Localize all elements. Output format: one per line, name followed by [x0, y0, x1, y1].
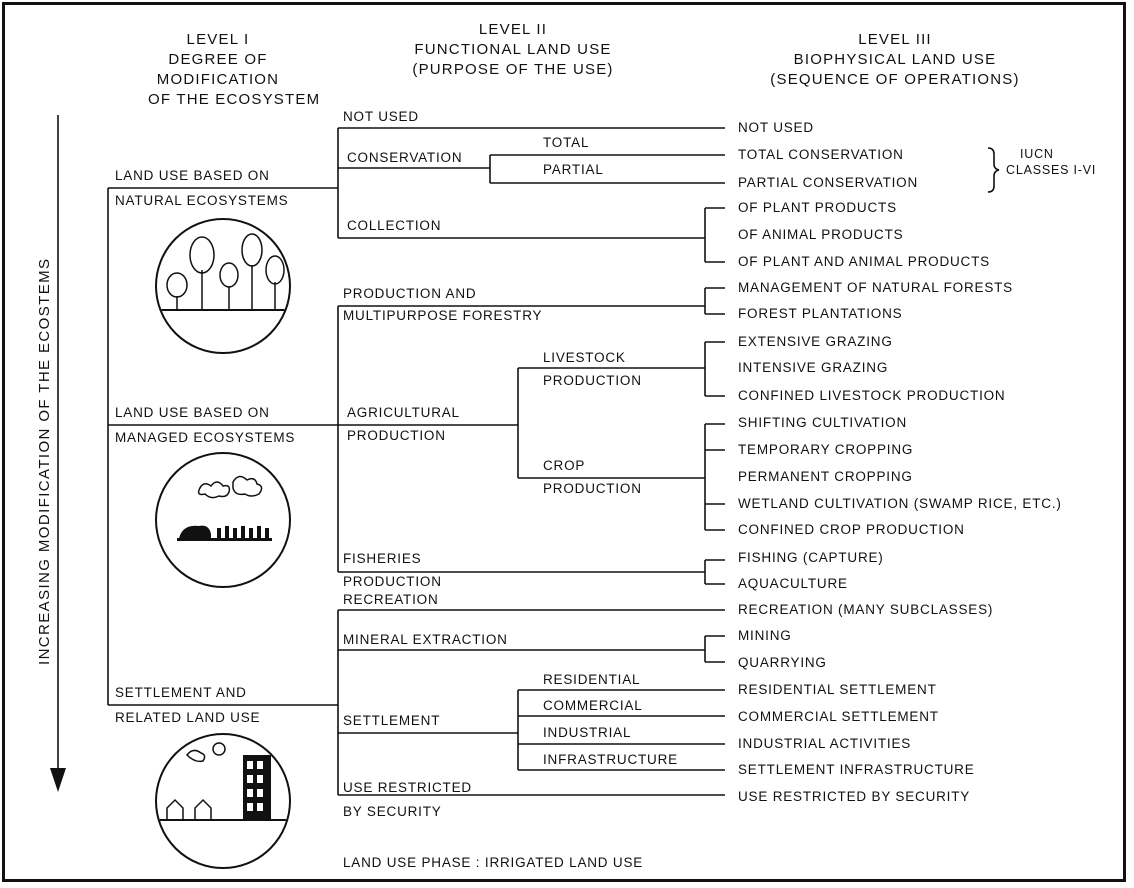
- l3-item: RECREATION (MANY SUBCLASSES): [738, 602, 994, 617]
- l1-settlement-1: SETTLEMENT AND: [115, 685, 247, 700]
- l3-item: COMMERCIAL SETTLEMENT: [738, 709, 939, 724]
- side-axis-label: INCREASING MODIFICATION OF THE ECOSTEMS: [36, 257, 53, 665]
- l3-item: FOREST PLANTATIONS: [738, 306, 903, 321]
- l2-crop-1: CROP: [543, 458, 586, 473]
- l1-managed-1: LAND USE BASED ON: [115, 405, 270, 420]
- managed-ecosystem-illustration: [155, 452, 291, 588]
- l2-commercial: COMMERCIAL: [543, 698, 643, 713]
- arrow-head-icon: [50, 768, 66, 792]
- l3-item: PARTIAL CONSERVATION: [738, 175, 919, 190]
- l2-crop-2: PRODUCTION: [543, 481, 642, 496]
- settlement-illustration: [155, 733, 291, 869]
- l3-item: MANAGEMENT OF NATURAL FORESTS: [738, 280, 1013, 295]
- l3-item: CONFINED LIVESTOCK PRODUCTION: [738, 388, 1006, 403]
- l3-item: TEMPORARY CROPPING: [738, 442, 914, 457]
- trees-icon: [157, 233, 289, 311]
- l2-conservation: CONSERVATION: [347, 150, 463, 165]
- l2-forestry-1: PRODUCTION AND: [343, 286, 477, 301]
- l3-item: AQUACULTURE: [738, 576, 848, 591]
- l3-item: SETTLEMENT INFRASTRUCTURE: [738, 762, 975, 777]
- l3-item: RESIDENTIAL SETTLEMENT: [738, 682, 937, 697]
- l2-restricted-1: USE RESTRICTED: [343, 780, 472, 795]
- l2-fisheries-1: FISHERIES: [343, 551, 422, 566]
- l3-item: QUARRYING: [738, 655, 827, 670]
- natural-ecosystem-illustration: [155, 218, 291, 354]
- l3-item: USE RESTRICTED BY SECURITY: [738, 789, 971, 804]
- l3-item: EXTENSIVE GRAZING: [738, 334, 893, 349]
- l3-item: TOTAL CONSERVATION: [738, 147, 904, 162]
- l2-collection: COLLECTION: [347, 218, 442, 233]
- l2-forestry-2: MULTIPURPOSE FORESTRY: [343, 308, 543, 323]
- l1-natural-2: NATURAL ECOSYSTEMS: [115, 193, 289, 208]
- l2-industrial: INDUSTRIAL: [543, 725, 632, 740]
- iucn-label-1: IUCN: [1020, 147, 1054, 161]
- l2-livestock-2: PRODUCTION: [543, 373, 642, 388]
- l3-item: MINING: [738, 628, 792, 643]
- l2-restricted-2: BY SECURITY: [343, 804, 442, 819]
- l2-mineral: MINERAL EXTRACTION: [343, 632, 508, 647]
- l1-managed-2: MANAGED ECOSYSTEMS: [115, 430, 296, 445]
- buildings-icon: [157, 742, 289, 821]
- farm-icon: [177, 475, 272, 541]
- l3-item: SHIFTING CULTIVATION: [738, 415, 908, 430]
- l3-item: NOT USED: [738, 120, 814, 135]
- l3-item: INTENSIVE GRAZING: [738, 360, 889, 375]
- l2-infrastructure: INFRASTRUCTURE: [543, 752, 678, 767]
- l2-agricultural-2: PRODUCTION: [347, 428, 446, 443]
- l2-recreation: RECREATION: [343, 592, 439, 607]
- l1-natural-1: LAND USE BASED ON: [115, 168, 270, 183]
- l2-not-used: NOT USED: [343, 109, 419, 124]
- l3-item: FISHING (CAPTURE): [738, 550, 884, 565]
- l3-item: OF PLANT AND ANIMAL PRODUCTS: [738, 254, 990, 269]
- l2-settlement: SETTLEMENT: [343, 713, 441, 728]
- land-use-phase-note: LAND USE PHASE : IRRIGATED LAND USE: [343, 855, 644, 870]
- l2-fisheries-2: PRODUCTION: [343, 574, 442, 589]
- l3-item: CONFINED CROP PRODUCTION: [738, 522, 965, 537]
- l3-item: OF ANIMAL PRODUCTS: [738, 227, 904, 242]
- l2-livestock-1: LIVESTOCK: [543, 350, 626, 365]
- l2-residential: RESIDENTIAL: [543, 672, 641, 687]
- iucn-label-2: CLASSES I-VI: [1006, 163, 1097, 177]
- l3-item: PERMANENT CROPPING: [738, 469, 913, 484]
- l3-item: OF PLANT PRODUCTS: [738, 200, 897, 215]
- l1-settlement-2: RELATED LAND USE: [115, 710, 261, 725]
- l3-item: WETLAND CULTIVATION (SWAMP RICE, ETC.): [738, 496, 1062, 511]
- l2-partial: PARTIAL: [543, 162, 604, 177]
- l3-item: INDUSTRIAL ACTIVITIES: [738, 736, 912, 751]
- l2-agricultural-1: AGRICULTURAL: [347, 405, 460, 420]
- l2-total: TOTAL: [543, 135, 590, 150]
